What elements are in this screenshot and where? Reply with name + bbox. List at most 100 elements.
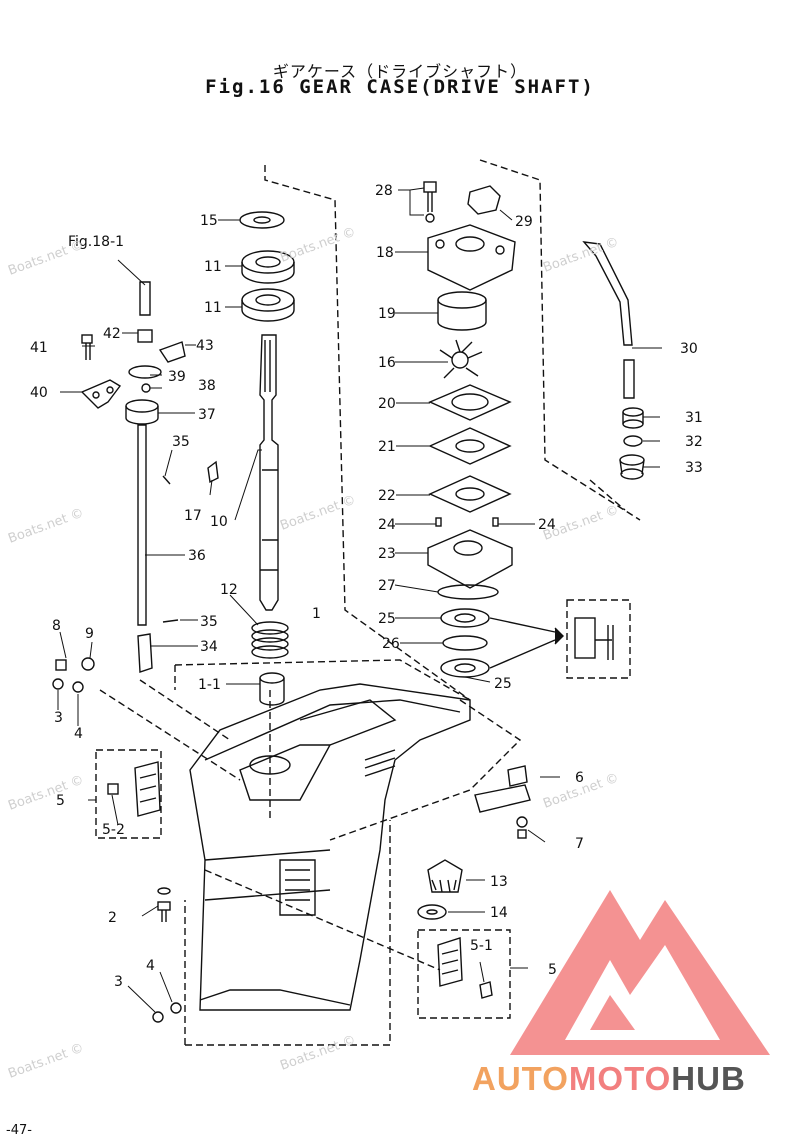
part-28-bolt: [423, 181, 437, 223]
label-18: 18: [376, 245, 394, 261]
part-24-pin-right: [492, 517, 499, 527]
part-19-insert: [437, 291, 487, 331]
seal-detail-inset: [574, 617, 614, 660]
label-2: 2: [108, 910, 117, 926]
label-14: 14: [490, 905, 508, 921]
label-35-upper: 35: [172, 434, 190, 450]
label-6: 6: [575, 770, 584, 786]
label-28: 28: [375, 183, 393, 199]
label-26: 26: [382, 636, 400, 652]
watermark: Boats.net ©: [6, 1041, 86, 1082]
watermark: Boats.net ©: [6, 238, 86, 279]
label-34: 34: [200, 639, 218, 655]
label-42: 42: [103, 326, 121, 342]
part-23-pump-case: [427, 529, 513, 589]
part-7-bolt: [516, 816, 528, 839]
part-34-shift-cam: [137, 633, 153, 673]
label-27: 27: [378, 578, 396, 594]
label-7: 7: [575, 836, 584, 852]
part-4-washer-lower: [170, 1002, 182, 1014]
part-40-bracket: [80, 379, 122, 409]
part-17-key: [207, 460, 219, 484]
part-37-bushing: [125, 399, 159, 425]
part-9-washer: [81, 657, 95, 671]
fig18-rod-end: [139, 281, 151, 316]
label-25-upper: 25: [378, 611, 396, 627]
label-21: 21: [378, 439, 396, 455]
label-24-right: 24: [538, 517, 556, 533]
label-5-right: 5: [548, 962, 557, 978]
part-21-plate: [428, 427, 512, 465]
label-22: 22: [378, 488, 396, 504]
label-8: 8: [52, 618, 61, 634]
part-15-washer: [239, 211, 285, 229]
label-39: 39: [168, 369, 186, 385]
part-11-bearing-lower: [241, 288, 295, 322]
logo-text-hub: HUB: [671, 1060, 746, 1097]
part-25-seal-lower: [440, 658, 490, 678]
watermark: Boats.net ©: [6, 773, 86, 814]
part-1-1-bushing: [259, 672, 285, 706]
watermark: Boats.net ©: [278, 493, 358, 534]
label-9: 9: [85, 626, 94, 642]
logo-text-moto: MOTO: [568, 1060, 672, 1097]
part-6-trim-tab: [474, 765, 531, 813]
part-4-washer-upper: [72, 681, 84, 693]
part-2-bolt: [157, 887, 171, 922]
label-41: 41: [30, 340, 48, 356]
watermark: Boats.net ©: [278, 225, 358, 266]
part-35-pin-upper: [162, 475, 171, 485]
label-1: 1: [312, 606, 321, 622]
part-36-shift-rod: [137, 424, 147, 626]
label-25-lower: 25: [494, 676, 512, 692]
label-11-lower: 11: [204, 300, 222, 316]
label-5-1: 5-1: [470, 938, 493, 954]
label-23: 23: [378, 546, 396, 562]
label-40: 40: [30, 385, 48, 401]
label-24-left: 24: [378, 517, 396, 533]
part-33-grommet: [619, 454, 645, 480]
label-33: 33: [685, 460, 703, 476]
label-20: 20: [378, 396, 396, 412]
label-11-upper: 11: [204, 259, 222, 275]
part-20-gasket: [428, 384, 512, 421]
part-12-spring: [251, 621, 289, 659]
leader-lines: [57, 187, 662, 1013]
label-1-1: 1-1: [198, 677, 221, 693]
label-4-lower: 4: [146, 958, 155, 974]
part-11-bearing-upper: [241, 250, 295, 284]
label-32: 32: [685, 434, 703, 450]
part-31-grommet: [622, 407, 644, 429]
title-japanese: ギアケース（ドライブシャフト）: [272, 62, 528, 81]
part-30-water-tube: [582, 241, 633, 346]
label-29: 29: [515, 214, 533, 230]
part-3-nut-lower: [152, 1011, 164, 1023]
part-13-pinion-gear: [427, 859, 463, 893]
part-1-gear-case: [189, 683, 471, 1011]
label-10: 10: [210, 514, 228, 530]
title-english: Fig.16 GEAR CASE(DRIVE SHAFT): [205, 76, 595, 98]
watermark: Boats.net ©: [6, 506, 86, 547]
part-41-bolt: [81, 334, 93, 360]
part-10-drive-shaft: [259, 334, 279, 611]
part-18-pump-housing: [427, 224, 516, 291]
part-32-seal: [623, 435, 643, 447]
part-8-nut: [55, 659, 67, 671]
page-number: -47-: [6, 1123, 32, 1138]
watermark: Boats.net ©: [541, 235, 621, 276]
label-35-lower: 35: [200, 614, 218, 630]
part-38-ring: [141, 383, 151, 393]
label-19: 19: [378, 306, 396, 322]
label-5-2: 5-2: [102, 822, 125, 838]
part-22-gasket: [428, 475, 512, 513]
label-16: 16: [378, 355, 396, 371]
label-38: 38: [198, 378, 216, 394]
part-26-spacer: [442, 635, 488, 651]
part-43-clip: [158, 341, 186, 363]
part-3-nut-upper: [52, 678, 64, 690]
watermark: Boats.net ©: [278, 1033, 358, 1074]
part-16-impeller: [439, 339, 483, 379]
label-43: 43: [196, 338, 214, 354]
dashed-guide-lines: [95, 159, 641, 1046]
